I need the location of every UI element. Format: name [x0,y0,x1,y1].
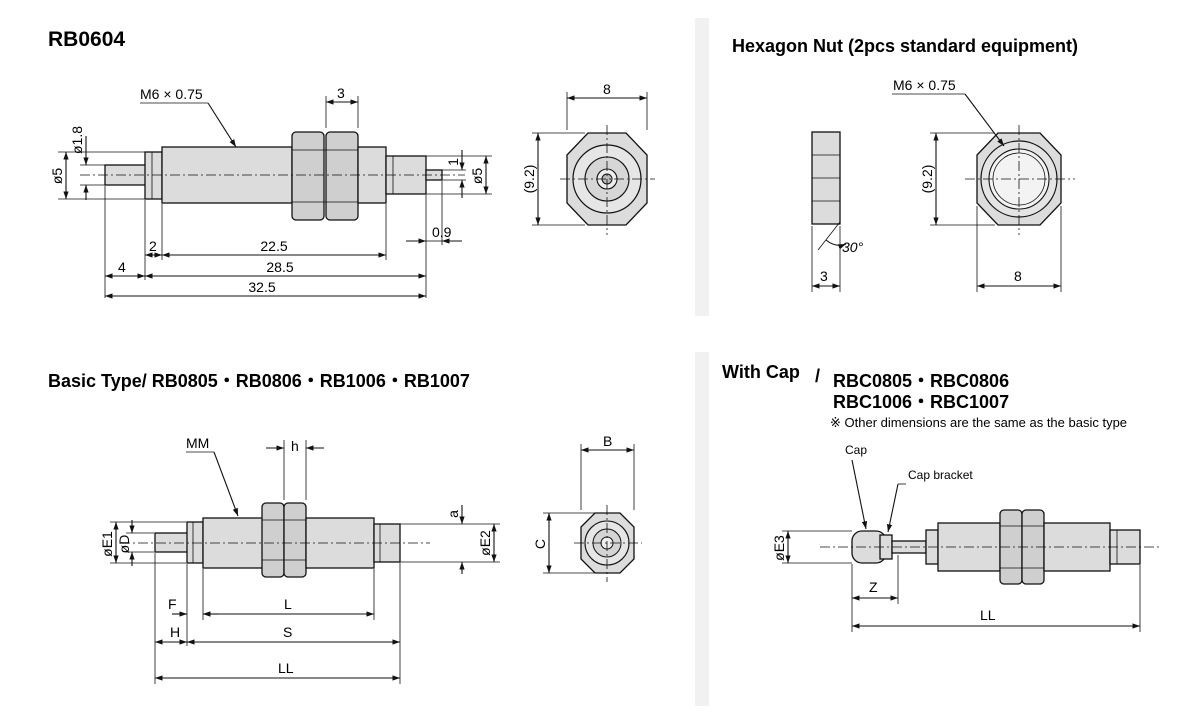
basic-ll-label: LL [278,660,294,676]
basic-nut-right [283,502,307,578]
rb0604-dim-0-9: 0.9 [432,224,452,240]
rb0604-rod-dia-label: ø1.8 [69,126,85,154]
rb0604-nut-right [325,131,359,221]
cap-dimensions: Cap Cap bracket øE3 Z LL [771,443,1141,632]
rb0604-end-dia-label: ø5 [469,168,485,185]
rb0604-dimensions: M6 × 0.75 3 ø5 ø1.8 ø5 1 2 [49,85,492,299]
hex-nut-height-label: (9.2) [919,165,935,194]
hex-nut-width-label: 8 [1014,268,1022,284]
cap-label: Cap [845,443,867,457]
basic-e1-label: øE1 [99,531,115,557]
cap-z-label: Z [869,579,878,595]
basic-mm-label: MM [186,435,209,451]
divider-bottom [695,352,709,706]
rb0604-front-view: 8 (9.2) [521,81,655,235]
hex-nut-side-view: 3 30° [811,131,864,292]
basic-dimensions: MM h øE1 øD øE2 a F L H S [99,435,500,684]
rb0604-dim-22-5: 22.5 [260,238,287,254]
rb0604-end-1-label: 1 [445,158,461,166]
rb0604-nut-width-label: 3 [337,85,345,101]
basic-b-label: B [603,433,612,449]
hex-nut-thread-label: M6 × 0.75 [893,77,956,93]
basic-e2-label: øE2 [477,530,493,556]
hex-nut-front-view: M6 × 0.75 (9.2) 8 [892,77,1075,292]
basic-l-label: L [284,596,292,612]
basic-d-label: øD [116,535,132,554]
cap-title-main: With Cap [722,362,800,382]
rb0604-dim-32-5: 32.5 [248,279,275,295]
rb0604-side-view [80,131,465,221]
basic-nut-left [261,502,285,578]
basic-h-label: h [291,438,299,454]
rb0604-dim-2: 2 [149,238,157,254]
rb0604-dim-4: 4 [118,259,126,275]
cap-ll-label: LL [980,607,996,623]
basic-side-view [120,502,430,578]
rb0604-thread-label: M6 × 0.75 [140,86,203,102]
basic-type-title: Basic Type/ RB0805・RB0806・RB1006・RB1007 [48,371,470,391]
basic-hh-label: H [170,624,180,640]
hex-nut-thickness-label: 3 [820,268,828,284]
cap-title-slash: / [815,366,821,386]
rb0604-front-width-label: 8 [603,81,611,97]
rb0604-body-dia-label: ø5 [49,168,65,185]
hex-nut-angle-label: 30° [842,239,864,255]
basic-a-label: a [445,510,461,518]
rb0604-collar [144,151,163,200]
basic-collar [186,521,204,564]
cap-e3-label: øE3 [771,535,787,561]
rb0604-front-height-label: (9.2) [521,165,537,194]
cap-side-view [820,509,1160,585]
cap-note: ※ Other dimensions are the same as the b… [830,415,1128,430]
hex-nut-title: Hexagon Nut (2pcs standard equipment) [732,36,1079,56]
rb0604-dim-28-5: 28.5 [266,259,293,275]
rb0604-title: RB0604 [48,28,126,51]
divider-top [695,18,709,316]
cap-bracket-label: Cap bracket [908,468,973,482]
basic-rod [154,532,190,553]
cap-title-models-1: RBC0805・RBC0806 [833,371,1010,391]
basic-f-label: F [168,596,177,612]
basic-c-label: C [532,539,548,549]
cap-title-models-2: RBC1006・RBC1007 [833,392,1010,412]
rb0604-nut-left [291,131,325,221]
basic-front-view: B C [532,433,642,582]
basic-s-label: S [283,624,292,640]
